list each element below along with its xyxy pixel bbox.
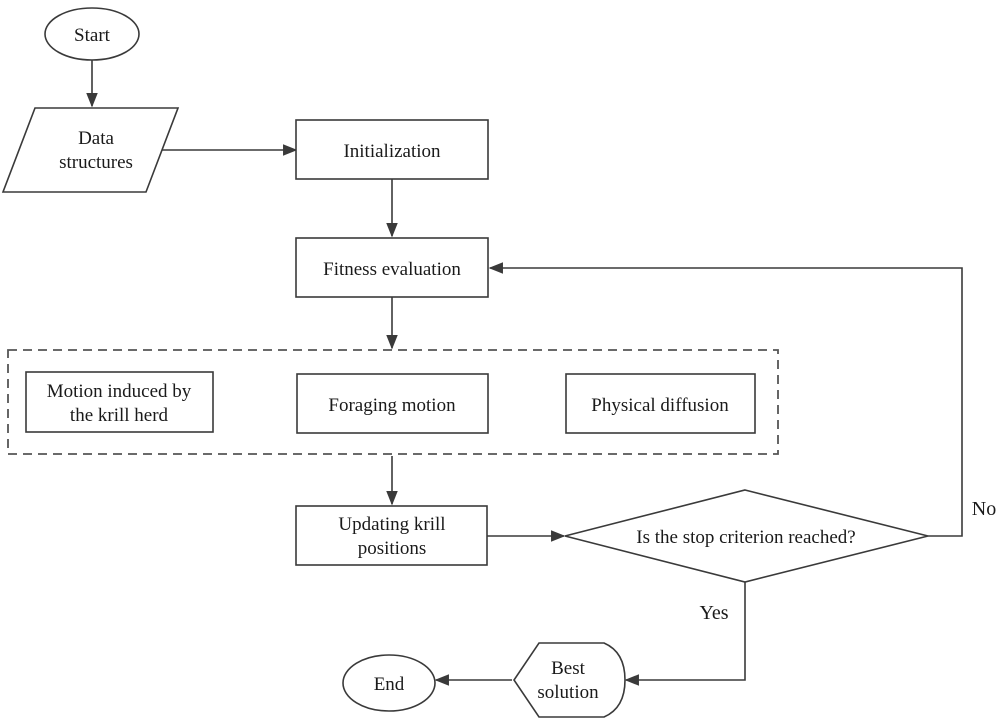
updating-positions-label-line1: Updating krill xyxy=(338,514,445,535)
yes-label: Yes xyxy=(699,602,728,624)
motion-components-group xyxy=(7,349,779,455)
best-solution-label-line2: solution xyxy=(537,682,599,703)
end-label: End xyxy=(374,674,405,695)
physical-diffusion-node: Physical diffusion xyxy=(565,373,756,434)
end-node: End xyxy=(342,654,436,712)
no-label: No xyxy=(972,498,996,520)
foraging-motion-label: Foraging motion xyxy=(328,395,456,416)
stop-criterion-label: Is the stop criterion reached? xyxy=(636,527,855,548)
start-node: Start xyxy=(44,7,140,61)
initialization-label: Initialization xyxy=(343,141,441,162)
stop-criterion-decision: Is the stop criterion reached? xyxy=(564,489,929,583)
best-solution-node: Best solution xyxy=(513,642,626,718)
fitness-evaluation-node: Fitness evaluation xyxy=(295,237,489,298)
updating-positions-label-line2: positions xyxy=(358,538,427,559)
best-solution-label-line1: Best xyxy=(551,658,586,679)
arrow-yes-to-best-solution xyxy=(624,582,746,686)
foraging-motion-node: Foraging motion xyxy=(296,373,489,434)
motion-induced-label-line2: the krill herd xyxy=(70,405,169,426)
updating-positions-node: Updating krill positions xyxy=(295,505,488,566)
physical-diffusion-label: Physical diffusion xyxy=(591,395,729,416)
motion-induced-label-line1: Motion induced by xyxy=(47,381,192,402)
data-structures-label-line2: structures xyxy=(59,152,133,173)
data-structures-node: Data structures xyxy=(1,107,180,193)
fitness-evaluation-label: Fitness evaluation xyxy=(323,259,461,280)
motion-induced-node: Motion induced by the krill herd xyxy=(25,371,214,433)
initialization-node: Initialization xyxy=(295,119,489,180)
arrow-no-loop-to-fitness xyxy=(488,262,963,537)
connectors xyxy=(86,60,963,686)
start-label: Start xyxy=(74,25,111,46)
data-structures-label-line1: Data xyxy=(78,128,114,149)
